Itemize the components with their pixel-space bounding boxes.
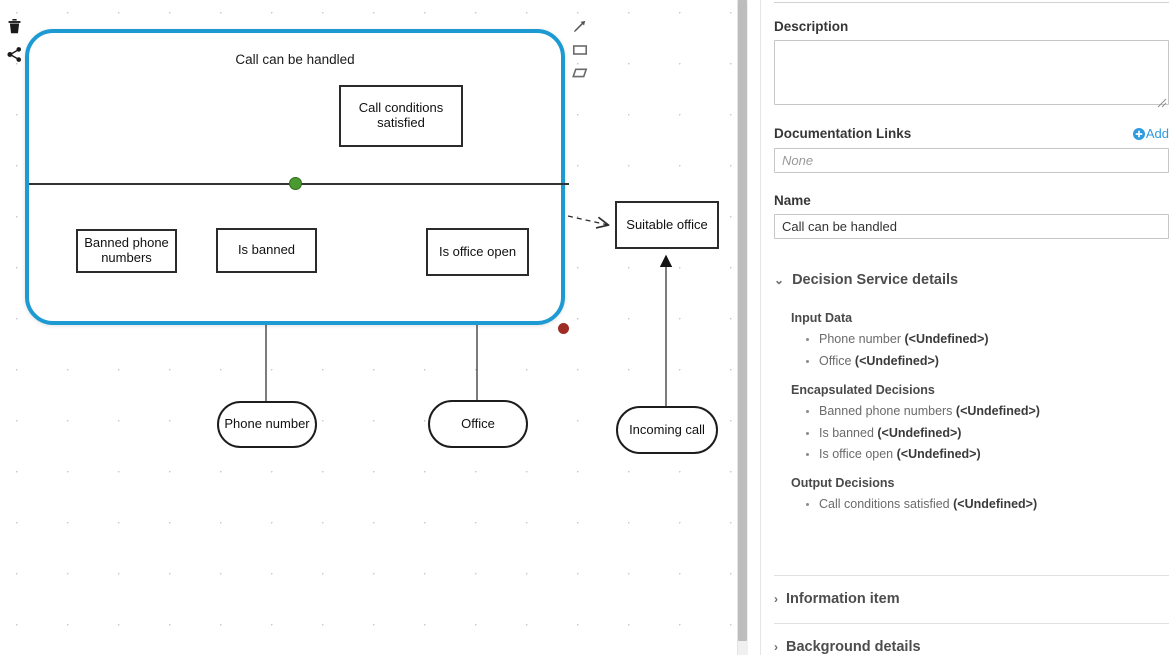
description-field-group: Description	[774, 19, 1169, 110]
divider-handle[interactable]	[289, 177, 302, 190]
decision-node-banned-phone-numbers[interactable]: Banned phone numbers	[76, 229, 177, 273]
chevron-right-icon: ›	[774, 592, 778, 606]
item-type: (<Undefined>)	[955, 404, 1040, 418]
decision-service-details-section: ⌄ Decision Service details	[774, 272, 1169, 288]
resize-handle[interactable]	[558, 323, 569, 334]
add-documentation-link-button[interactable]: Add	[1132, 126, 1169, 141]
encapsulated-decisions-title: Encapsulated Decisions	[791, 383, 935, 397]
information-item-label: Information item	[786, 591, 900, 607]
list-item: Phone number (<Undefined>)	[819, 329, 1169, 351]
item-type: (<Undefined>)	[854, 353, 939, 368]
item-type: (<Undefined>)	[896, 447, 981, 461]
item-text: Phone number	[819, 332, 905, 346]
item-type: (<Undefined>)	[904, 332, 989, 346]
list-item: Is banned (<Undefined>)	[819, 423, 1169, 445]
decision-service-details-label: Decision Service details	[792, 272, 959, 288]
decision-node-call-conditions-satisfied[interactable]: Call conditions satisfied	[339, 85, 463, 147]
plus-circle-icon	[1132, 127, 1145, 140]
description-input[interactable]	[774, 40, 1169, 105]
name-input[interactable]	[774, 214, 1169, 239]
decision-node-is-office-open[interactable]: Is office open	[426, 228, 529, 276]
item-text: Office	[819, 353, 855, 368]
output-decisions-list: Call conditions satisfied (<Undefined>)	[795, 494, 1169, 516]
context-pad	[572, 18, 594, 89]
encapsulated-decisions-list: Banned phone numbers (<Undefined>) Is ba…	[795, 401, 1169, 466]
input-data-parallelogram-icon[interactable]	[572, 66, 594, 80]
item-type: (<Undefined>)	[877, 425, 962, 440]
decision-rect-icon[interactable]	[572, 43, 594, 57]
input-data-list: Phone number (<Undefined>) Office (<Unde…	[795, 329, 1169, 372]
connection-arrow-icon[interactable]	[572, 18, 594, 34]
item-type: (<Undefined>)	[953, 497, 1038, 511]
list-item: Call conditions satisfied (<Undefined>)	[819, 494, 1169, 516]
information-item-header[interactable]: › Information item	[774, 591, 1169, 607]
list-item: Office (<Undefined>)	[819, 351, 1169, 373]
item-text: Is office open	[819, 447, 897, 461]
documentation-links-label: Documentation Links	[774, 126, 912, 141]
input-data-node-incoming-call[interactable]: Incoming call	[616, 406, 718, 454]
item-text: Banned phone numbers	[819, 404, 956, 418]
background-details-label: Background details	[786, 639, 921, 655]
background-details-section: › Background details	[774, 639, 1169, 655]
list-item: Is office open (<Undefined>)	[819, 444, 1169, 466]
decision-node-suitable-office[interactable]: Suitable office	[615, 201, 719, 249]
item-text: Is banned	[819, 425, 878, 440]
decision-service-title: Call can be handled	[235, 52, 355, 67]
output-decisions-group: Output Decisions Call conditions satisfi…	[774, 476, 1169, 516]
canvas-scrollbar-thumb[interactable]	[738, 0, 747, 641]
background-details-header[interactable]: › Background details	[774, 639, 1169, 655]
divider	[774, 623, 1169, 624]
name-label: Name	[774, 193, 811, 208]
input-data-title: Input Data	[791, 311, 853, 325]
information-item-section: › Information item	[774, 591, 1169, 607]
add-link-label: Add	[1145, 126, 1169, 141]
share-icon[interactable]	[6, 46, 26, 63]
list-item: Banned phone numbers (<Undefined>)	[819, 401, 1169, 423]
description-label: Description	[774, 19, 849, 34]
properties-panel: Description Documentation Links	[761, 0, 1176, 655]
name-field-group: Name	[774, 193, 1169, 239]
documentation-links-input[interactable]	[774, 148, 1169, 173]
decision-service-details-header[interactable]: ⌄ Decision Service details	[774, 272, 1169, 288]
node-action-palette	[6, 18, 26, 74]
input-data-node-phone-number[interactable]: Phone number	[217, 401, 317, 448]
diagram-canvas[interactable]: Call can be handled Call conditions sati…	[0, 0, 741, 655]
decision-node-is-banned[interactable]: Is banned	[216, 228, 317, 273]
panel-divider	[748, 0, 761, 655]
encapsulated-decisions-group: Encapsulated Decisions Banned phone numb…	[774, 383, 1169, 466]
panel-top-divider	[774, 2, 1169, 3]
input-data-node-office[interactable]: Office	[428, 400, 528, 448]
documentation-links-group: Documentation Links Add	[774, 126, 1169, 173]
chevron-down-icon: ⌄	[774, 273, 785, 287]
input-data-group: Input Data Phone number (<Undefined>) Of…	[774, 311, 1169, 372]
item-text: Call conditions satisfied	[819, 497, 954, 511]
delete-icon[interactable]	[6, 18, 26, 35]
chevron-right-icon: ›	[774, 640, 778, 654]
divider	[774, 575, 1169, 576]
output-decisions-title: Output Decisions	[791, 476, 895, 490]
